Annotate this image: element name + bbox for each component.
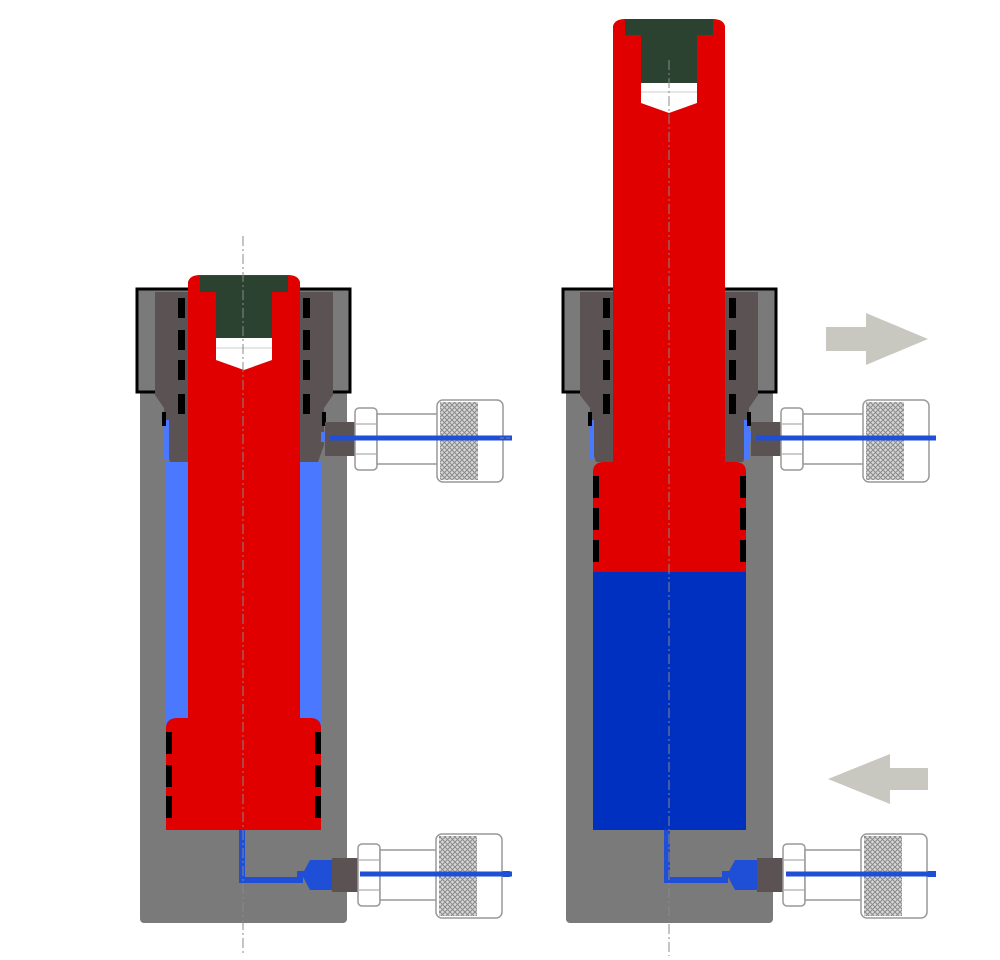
piston-rod — [188, 275, 300, 720]
gland-oil-gap-right — [744, 420, 749, 460]
rod-tip-saddle — [200, 276, 288, 338]
cylinder-retracted — [135, 236, 510, 956]
gland-oil-gap — [589, 420, 594, 460]
piston-head — [166, 718, 321, 830]
coupler-top-left — [325, 399, 504, 483]
coupler-top-right — [751, 399, 930, 483]
piston-seals — [593, 476, 746, 562]
rod-tip-saddle — [625, 19, 713, 83]
flow-arrow-out — [826, 313, 928, 365]
bore-oil-chamber — [593, 572, 746, 830]
piston-seals — [166, 732, 321, 818]
cylinder-extended — [561, 19, 936, 956]
rod-tip-bore — [216, 338, 272, 370]
flow-arrow-in — [828, 754, 928, 804]
gland-seals — [588, 298, 751, 426]
gland-oil-gap — [163, 420, 169, 460]
gland-seals — [162, 298, 326, 426]
